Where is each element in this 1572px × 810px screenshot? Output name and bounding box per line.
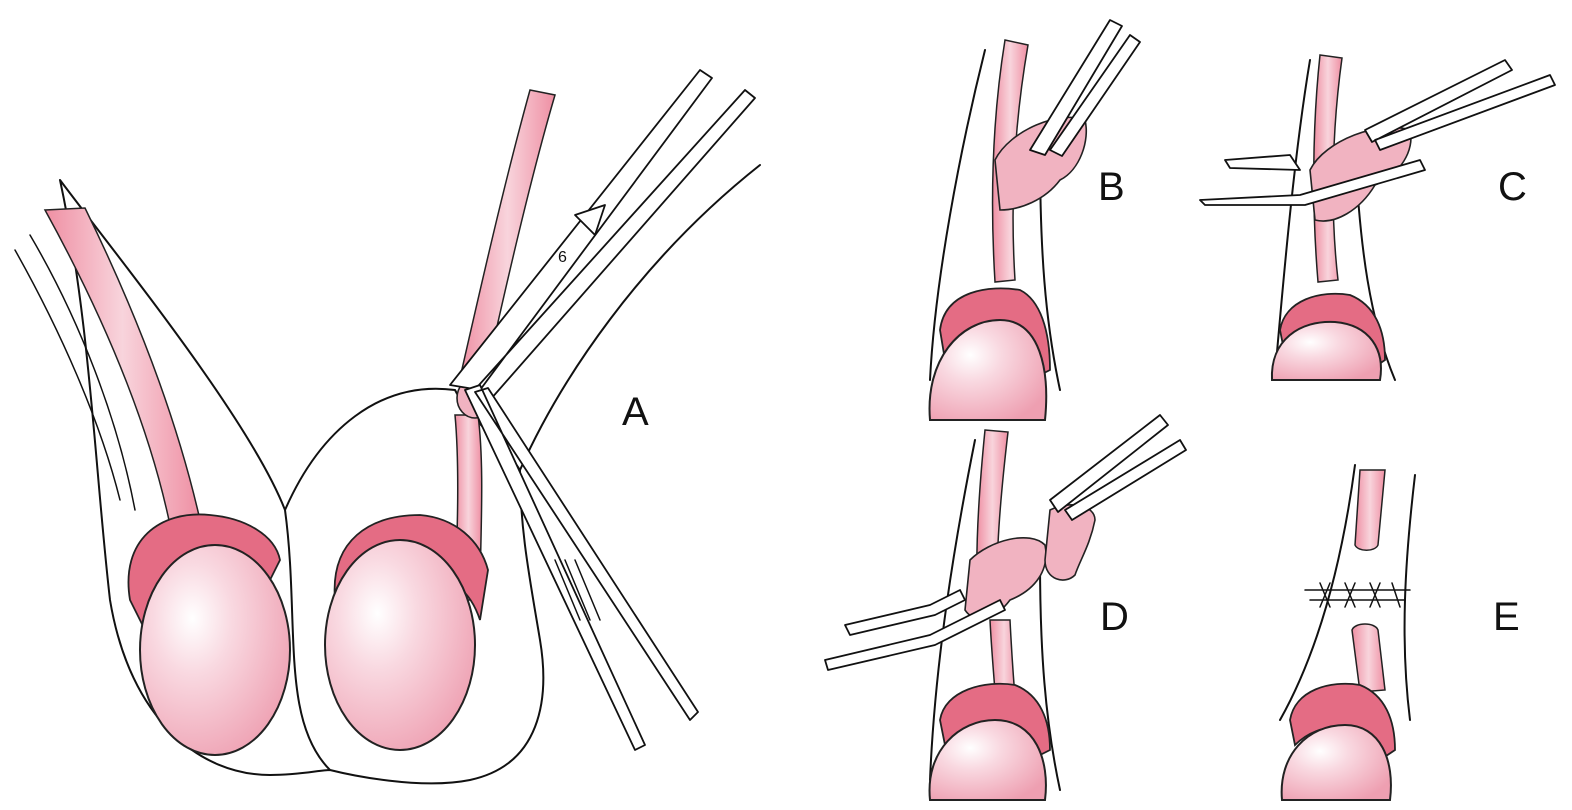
skin-fold-left bbox=[14, 234, 136, 511]
suture-icon bbox=[1304, 582, 1411, 608]
left-spermatic-cord bbox=[43, 207, 201, 526]
panel-d-forceps-icon bbox=[1049, 414, 1187, 521]
panel-label-d: D bbox=[1100, 595, 1129, 639]
panel-label-a: A bbox=[622, 390, 649, 434]
scrotum-outline bbox=[59, 164, 761, 785]
panel-c-vas-loop bbox=[1309, 126, 1412, 222]
panel-label-e: E bbox=[1493, 595, 1520, 639]
panel-d-clamp-icon bbox=[824, 589, 1006, 671]
panel-e-testis bbox=[1280, 723, 1392, 801]
panel-d-testis bbox=[928, 718, 1047, 801]
panel-c-forceps-icon bbox=[1364, 59, 1556, 151]
panel-e-cord-upper bbox=[1354, 469, 1386, 551]
panel-c-clamp-icon bbox=[1199, 154, 1426, 206]
panel-b-forceps-icon bbox=[1029, 19, 1141, 157]
panel-e: E bbox=[1279, 464, 1520, 801]
instrument-mark: 6 bbox=[558, 249, 567, 266]
panel-a: 6 A bbox=[14, 69, 761, 785]
panel-c: C bbox=[1199, 54, 1556, 381]
panel-b: B bbox=[928, 19, 1141, 421]
panel-e-cord-lower bbox=[1351, 623, 1386, 693]
panel-c-testis bbox=[1270, 320, 1382, 381]
panel-b-testis bbox=[928, 318, 1048, 421]
panel-d: D bbox=[824, 414, 1187, 801]
scissors-grip-lines bbox=[554, 559, 601, 621]
ring-clamp-icon bbox=[574, 204, 606, 236]
right-testis bbox=[324, 539, 476, 751]
scissors-icon bbox=[464, 384, 699, 751]
left-testis bbox=[139, 544, 291, 756]
panel-label-b: B bbox=[1098, 165, 1125, 209]
panel-label-c: C bbox=[1498, 165, 1527, 209]
